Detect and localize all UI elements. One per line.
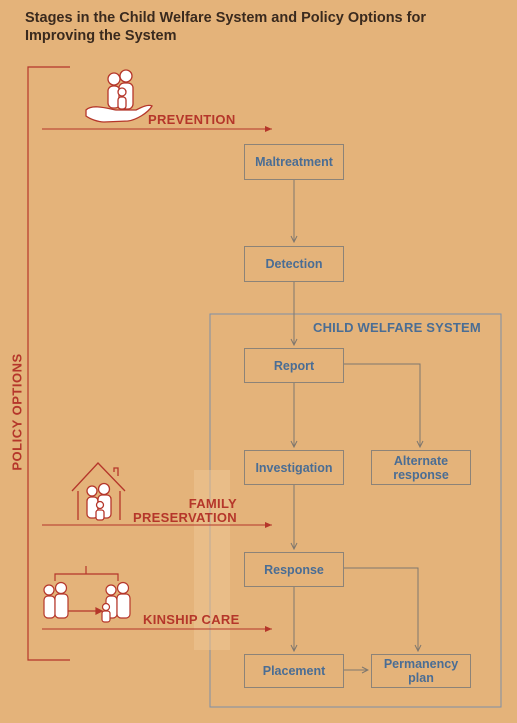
stage-placement: Placement — [244, 654, 344, 688]
kinship-care-label: KINSHIP CARE — [143, 612, 240, 627]
stage-report: Report — [244, 348, 344, 383]
policy-options-label: POLICY OPTIONS — [9, 353, 25, 471]
stage-response: Response — [244, 552, 344, 587]
diagram-title: Stages in the Child Welfare System and P… — [25, 10, 426, 44]
arrow-report-alternate — [344, 363, 420, 447]
stage-detection: Detection — [244, 246, 344, 282]
stage-permanency-plan: Permanency plan — [371, 654, 471, 688]
family-preservation-label: FAMILY PRESERVATION — [132, 496, 237, 525]
prevention-label: PREVENTION — [148, 112, 236, 127]
stage-alternate-response: Alternate response — [371, 450, 471, 485]
house-family-icon — [71, 462, 126, 521]
highlight-band — [194, 470, 230, 650]
arrow-response-permanency — [344, 567, 418, 651]
policy-bracket — [27, 66, 70, 661]
hand-family-icon — [85, 69, 153, 123]
stage-maltreatment: Maltreatment — [244, 144, 344, 180]
child-welfare-system-label: CHILD WELFARE SYSTEM — [313, 320, 481, 335]
stage-investigation: Investigation — [244, 450, 344, 485]
kinship-family-icon — [43, 566, 131, 623]
